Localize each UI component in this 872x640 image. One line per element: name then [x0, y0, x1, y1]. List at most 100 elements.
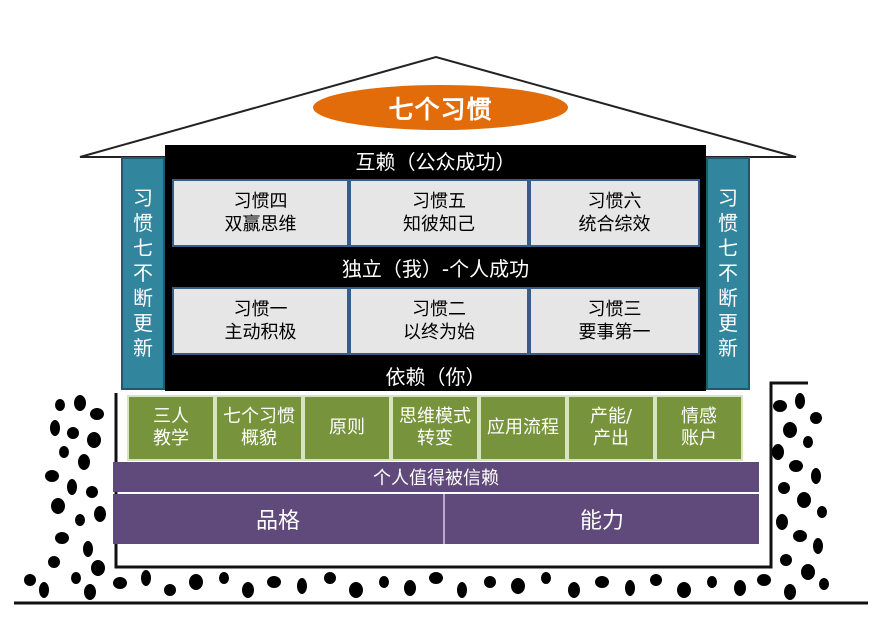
- gravel-dot: [91, 560, 105, 576]
- interdependence-band: 互赖（公众成功）: [165, 145, 706, 175]
- gravel-dots: [24, 393, 829, 600]
- pillar-char: 习: [718, 186, 738, 210]
- gravel-dot: [568, 582, 580, 598]
- gravel-dot: [297, 578, 307, 594]
- gravel-dot: [783, 422, 797, 438]
- gravel-dot: [778, 482, 790, 494]
- base-cell-character: 品格: [113, 494, 443, 544]
- gravel-dot: [797, 492, 811, 508]
- gravel-dot: [67, 427, 79, 439]
- habit-name: 双赢思维: [224, 214, 297, 235]
- pillar-char: 断: [718, 286, 738, 310]
- pillar-char: 更: [133, 311, 153, 335]
- gravel-dot: [84, 584, 96, 600]
- habit-box-2: 习惯二 以终为始: [349, 287, 529, 355]
- habit-name: 以终为始: [403, 322, 475, 343]
- gravel-dot: [189, 574, 203, 590]
- gravel-dot: [59, 446, 69, 458]
- gravel-dot: [50, 420, 60, 436]
- habit-number: 习惯一: [233, 299, 288, 320]
- title-text: 七个习惯: [388, 94, 493, 124]
- habit-box-4: 习惯四 双赢思维: [172, 179, 349, 247]
- gravel-dot: [90, 408, 104, 420]
- base-divider: [443, 494, 445, 544]
- base-cell-label: 品格: [255, 509, 300, 534]
- gravel-dot: [86, 486, 98, 498]
- habit-box-6: 习惯六 统合综效: [529, 179, 700, 247]
- gravel-dot: [511, 578, 525, 594]
- habit-number: 习惯四: [233, 191, 288, 212]
- foundation-item: 思维模式转变: [391, 395, 479, 461]
- gravel-dot: [813, 538, 823, 554]
- independence-label: 独立（我）-个人成功: [341, 256, 530, 281]
- gravel-dot: [757, 574, 771, 586]
- pillar-char: 七: [718, 236, 738, 260]
- gravel-dot: [141, 570, 151, 586]
- base-cell-competence: 能力: [445, 494, 759, 544]
- dependence-label: 依赖（你）: [385, 364, 486, 389]
- gravel-dot: [819, 578, 829, 590]
- gravel-dot: [429, 572, 443, 584]
- gravel-dot: [734, 580, 746, 596]
- pillar-char: 习: [133, 186, 153, 210]
- foundation-item: 应用流程: [479, 395, 567, 461]
- title-oval: 七个习惯: [313, 85, 568, 130]
- gravel-dot: [776, 514, 788, 530]
- foundation-item-label: 思维模式转变: [399, 406, 471, 449]
- gravel-dot: [484, 576, 496, 588]
- pillar-char: 更: [718, 311, 738, 335]
- gravel-dot: [242, 582, 254, 598]
- gravel-dot: [51, 498, 65, 514]
- dependence-band: 依赖（你）: [165, 359, 706, 391]
- foundation-item-label: 三人教学: [153, 406, 189, 449]
- gravel-dot: [87, 432, 101, 448]
- habit-number: 习惯二: [412, 299, 466, 320]
- foundation-item: 情感账户: [655, 395, 743, 461]
- gravel-dot: [164, 584, 176, 596]
- gravel-dot: [404, 580, 416, 596]
- foundation-item-label: 情感账户: [681, 406, 717, 449]
- pillar-char: 新: [133, 336, 153, 360]
- habit-box-5: 习惯五 知彼知己: [349, 179, 529, 247]
- gravel-dot: [810, 412, 822, 424]
- gravel-dot: [48, 556, 60, 568]
- gravel-dot: [803, 436, 813, 448]
- gravel-dot: [817, 506, 827, 518]
- habit-number: 习惯三: [587, 299, 642, 320]
- habit-name: 统合综效: [578, 214, 651, 235]
- foundation-item-label: 原则: [329, 417, 365, 438]
- base-cell-label: 能力: [579, 509, 624, 534]
- foundation-item: 七个习惯概貌: [215, 395, 303, 461]
- gravel-dot: [55, 399, 65, 411]
- gravel-dot: [541, 572, 551, 584]
- foundation-item-label: 应用流程: [487, 417, 559, 438]
- pillar-char: 七: [133, 236, 153, 260]
- gravel-dot: [113, 577, 127, 589]
- gravel-dot: [773, 400, 787, 412]
- habit-name: 主动积极: [224, 322, 297, 343]
- gravel-dot: [801, 564, 815, 580]
- gravel-dot: [24, 574, 36, 586]
- foundation-item-label: 产能/产出: [589, 406, 633, 449]
- gravel-dot: [650, 574, 662, 586]
- interdependence-label: 互赖（公众成功）: [355, 149, 516, 174]
- gravel-dot: [78, 454, 90, 470]
- habit-box-3: 习惯三 要事第一: [529, 287, 700, 355]
- gravel-dot: [595, 576, 609, 588]
- gravel-dot: [94, 506, 106, 522]
- gravel-dot: [267, 576, 281, 588]
- pillar-char: 断: [133, 286, 153, 310]
- gravel-dot: [83, 541, 93, 557]
- gravel-dot: [811, 468, 821, 484]
- gravel-dot: [457, 582, 467, 598]
- trust-band: 个人值得被信赖: [113, 462, 759, 492]
- foundation-item: 产能/产出: [567, 395, 655, 461]
- foundation-item: 三人教学: [127, 395, 215, 461]
- habit-box-1: 习惯一 主动积极: [172, 287, 349, 355]
- foundation-item-label: 七个习惯概貌: [223, 406, 295, 449]
- gravel-dot: [45, 470, 59, 482]
- gravel-dot: [324, 572, 336, 584]
- gravel-dot: [707, 576, 717, 588]
- gravel-dot: [71, 572, 81, 584]
- gravel-dot: [67, 479, 77, 495]
